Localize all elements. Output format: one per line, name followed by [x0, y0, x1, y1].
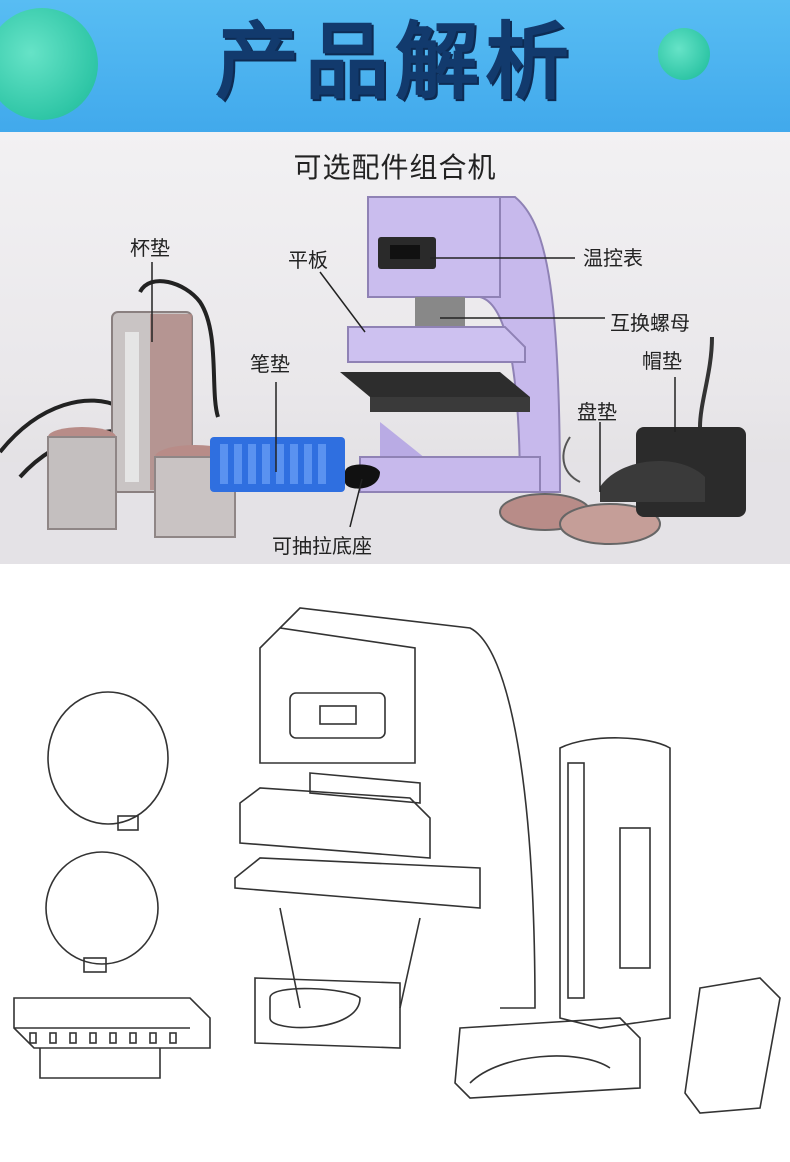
cap-mat-body: [454, 1017, 641, 1099]
upper-platen: [239, 787, 431, 859]
control-panel-display: [319, 705, 357, 725]
pull-base-handle: [269, 987, 361, 1029]
pen-mat-slots: [29, 1032, 177, 1044]
plate-disc-large-tab: [117, 815, 139, 831]
machine-legs: [279, 907, 421, 1009]
pen-mat-bracket: [39, 1048, 161, 1079]
label-flat-plate: 平板: [288, 248, 328, 272]
plate-disc-large: [47, 691, 169, 825]
product-photo: 可选配件组合机 杯垫 平板 笔垫 温控表 互换螺母 帽垫 盘垫 可抽拉底座: [0, 132, 790, 564]
small-pad: [684, 977, 781, 1114]
plate-disc-small: [45, 851, 159, 965]
pull-base: [254, 977, 401, 1049]
label-pull-base: 可抽拉底座: [272, 534, 372, 558]
header-banner: 产品解析: [0, 0, 790, 132]
product-photo-illustration: [0, 196, 790, 564]
plate-disc-small-tab: [83, 957, 107, 973]
cup-mat-body: [559, 737, 671, 1029]
cup-mat-clamp-right: [619, 827, 651, 969]
label-cap-mat: 帽垫: [642, 349, 682, 373]
label-plate-mat: 盘垫: [577, 400, 617, 424]
pen-mat-body: [13, 997, 211, 1049]
control-panel: [289, 692, 386, 739]
label-swap-nut: 互换螺母: [610, 311, 690, 335]
label-temp-controller: 温控表: [583, 246, 643, 270]
cup-mat-clamp-left: [567, 762, 585, 999]
label-cup-mat: 杯垫: [130, 236, 170, 260]
banner-title: 产品解析: [214, 13, 575, 111]
swap-nut-assembly: [309, 772, 421, 804]
decor-circle-left: [0, 8, 98, 120]
lower-platen: [234, 857, 481, 909]
machine-frame: [279, 607, 536, 1009]
machine-head: [259, 627, 416, 764]
cap-mat-curve: [469, 1055, 611, 1084]
label-pen-mat: 笔垫: [250, 352, 290, 376]
exploded-line-drawing: [13, 607, 781, 1114]
line-drawing: [0, 588, 790, 1158]
photo-heading: 可选配件组合机: [293, 151, 497, 184]
decor-circle-right: [658, 28, 710, 80]
